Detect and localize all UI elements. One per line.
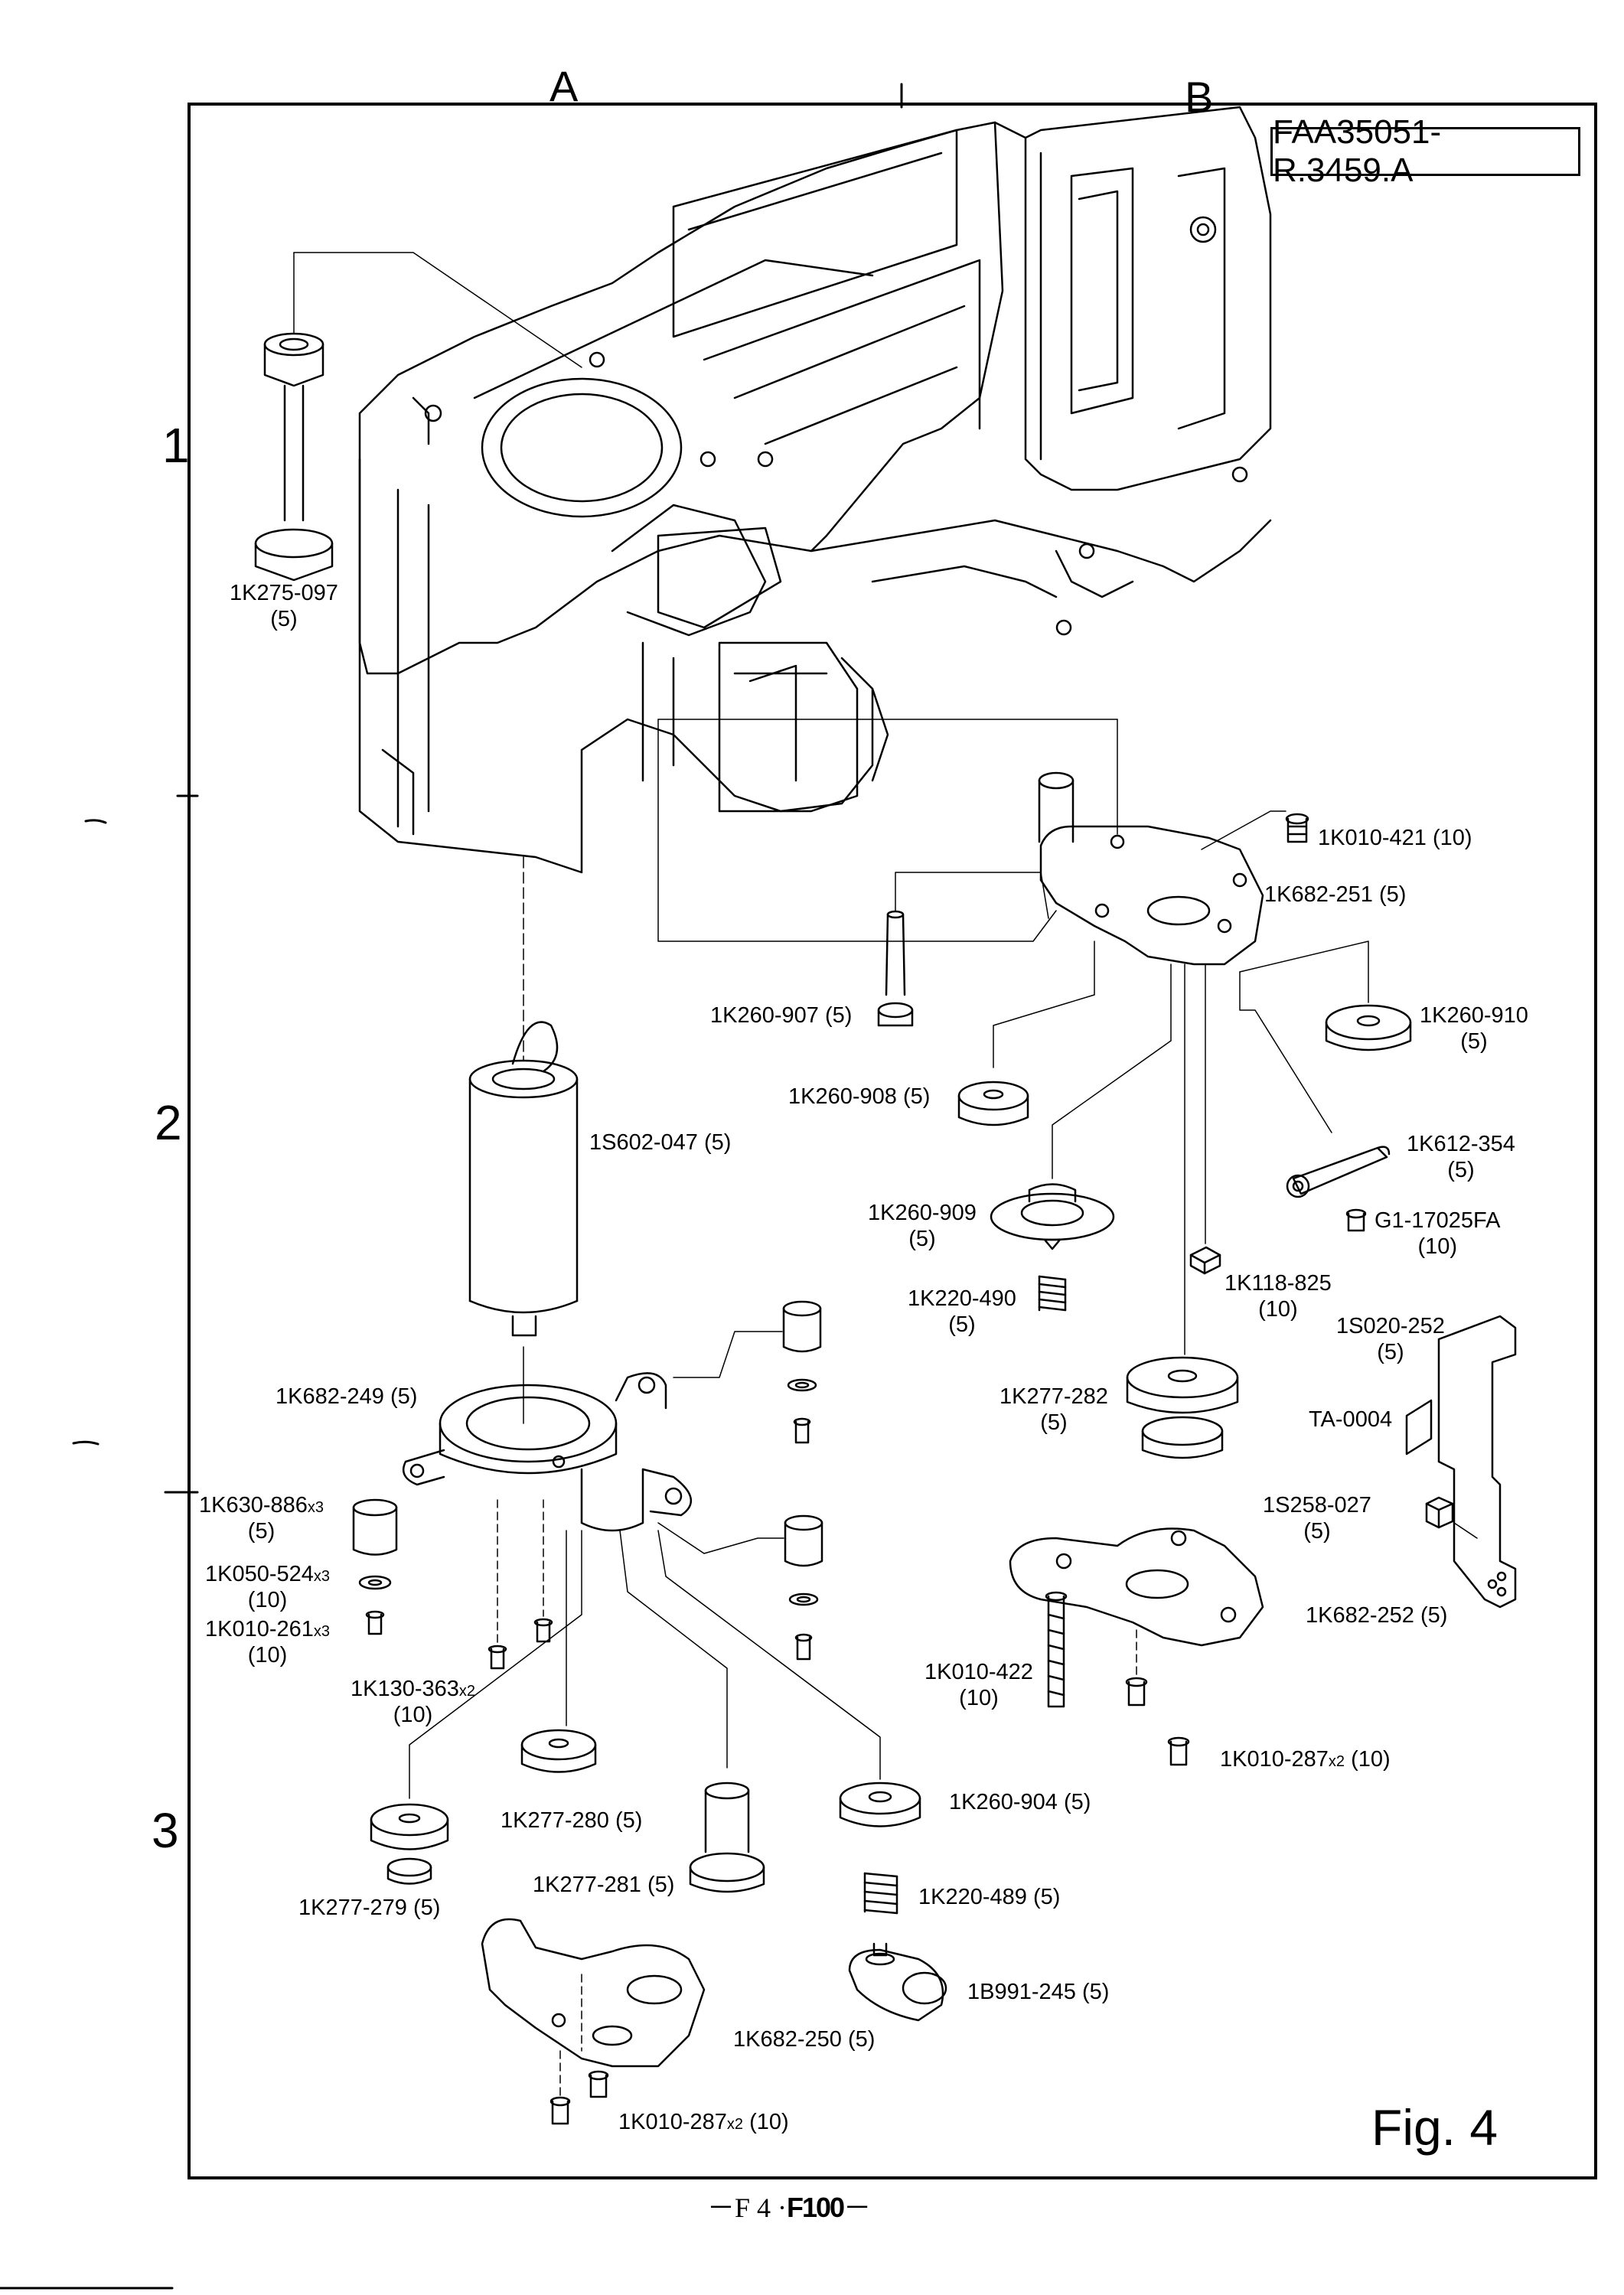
label-1S020-252: 1S020-252(5) [1336,1314,1445,1365]
figure-label: Fig. 4 [1371,2099,1498,2156]
label-1K010-287-bottom: 1K010-287x2 (10) [618,2110,789,2134]
label-1S602-047: 1S602-047 (5) [589,1130,732,1155]
label-1K220-490: 1K220-490(5) [908,1286,1016,1338]
label-1K130-363: 1K130-363x2(10) [351,1677,476,1728]
label-1K277-280: 1K277-280 (5) [501,1808,643,1833]
label-1K010-422: 1K010-422(10) [925,1660,1033,1711]
document-code: FAA35051-R.3459.A [1270,113,1580,189]
bushing-stack-lower [657,1514,823,1661]
row-label-1: 1 [162,418,190,473]
label-1B991-245: 1B991-245 (5) [967,1980,1110,2004]
part-1K220-490-drawing [1038,1275,1067,1312]
part-1K260-910-drawing [1239,940,1412,1051]
part-G1-17025FA-drawing [1345,1208,1367,1232]
part-1S258-027-drawing [1425,1496,1478,1539]
label-1K277-281: 1K277-281 (5) [533,1873,675,1897]
part-1K260-904-drawing [657,1530,921,1827]
drawing-frame [188,103,1597,2179]
label-1K260-909: 1K260-909(5) [868,1201,977,1252]
label-1K630-886: 1K630-886x3(5) [199,1493,324,1544]
part-1K682-251-drawing [657,719,1264,966]
part-1K682-252-drawing [1009,1527,1264,1647]
label-1K260-904: 1K260-904 (5) [949,1790,1091,1814]
label-1K010-287-right: 1K010-287x2 (10) [1220,1747,1391,1772]
label-1K010-261: 1K010-261x3(10) [205,1617,331,1668]
part-1K682-249-drawing [402,1372,693,1532]
part-1K010-287-bottom-drawing [549,2050,609,2125]
part-1K010-261-drawing [365,1610,385,1635]
label-1K277-279: 1K277-279 (5) [298,1896,441,1920]
label-G1-17025FA: G1-17025FA(10) [1375,1208,1501,1260]
row-label-2: 2 [155,1095,182,1150]
part-1K118-825-drawing [1189,963,1221,1275]
column-label-a: A [549,62,579,110]
part-1S602-047-drawing [468,856,579,1337]
part-1K277-281-drawing [619,1530,765,1893]
part-1K630-886-drawing [352,1498,398,1556]
label-1K050-524: 1K050-524x3(10) [205,1562,331,1613]
part-TA-0004-drawing [1405,1399,1433,1456]
part-1K682-250-drawing [481,1918,706,2068]
label-1K612-354: 1K612-354(5) [1407,1132,1515,1183]
part-1K277-280-drawing [520,1530,597,1773]
label-1S258-027: 1S258-027(5) [1263,1493,1371,1544]
row-label-3: 3 [152,1803,179,1858]
label-1K118-825: 1K118-825(10) [1225,1271,1332,1322]
label-1K275-097: 1K275-097(5) [230,581,338,632]
label-1K010-421: 1K010-421 (10) [1318,826,1472,850]
column-label-b: B [1185,73,1214,121]
label-1K682-251: 1K682-251 (5) [1264,882,1407,907]
label-1K260-907: 1K260-907 (5) [710,1003,853,1028]
part-1K275-097-drawing [254,252,582,582]
label-1K260-908: 1K260-908 (5) [788,1084,931,1109]
part-1B991-245-drawing [848,1942,947,2022]
part-1K260-907-drawing [877,872,1049,1027]
label-1K682-252: 1K682-252 (5) [1306,1603,1448,1628]
part-1K010-287-right-drawing [1125,1629,1190,1766]
label-1K682-250: 1K682-250 (5) [733,2027,876,2052]
part-1K130-363-drawing [488,1499,553,1670]
part-1K050-524-drawing [358,1575,392,1590]
page-footer: －F 4 ·F100－ [707,2192,872,2223]
part-1K260-909-drawing [990,963,1172,1250]
label-1K277-282: 1K277-282(5) [1000,1384,1108,1436]
camera-body-chassis [358,106,1272,874]
bushing-stack-upper [673,1300,822,1444]
label-TA-0004: TA-0004 [1309,1407,1393,1432]
part-1K612-354-drawing [1239,971,1391,1198]
label-1K220-489: 1K220-489 (5) [918,1885,1061,1909]
part-1K277-279-drawing [370,1530,582,1885]
part-1K010-422-drawing [1045,1591,1068,1708]
label-1K260-910: 1K260-910(5) [1420,1003,1528,1055]
part-1K010-421-drawing [1201,810,1309,850]
part-1K260-908-drawing [957,940,1095,1126]
part-1S020-252-drawing [1437,1315,1517,1609]
part-1K277-282-drawing [1126,963,1239,1459]
part-1K220-489-drawing [863,1872,898,1915]
label-1K682-249: 1K682-249 (5) [276,1384,418,1409]
